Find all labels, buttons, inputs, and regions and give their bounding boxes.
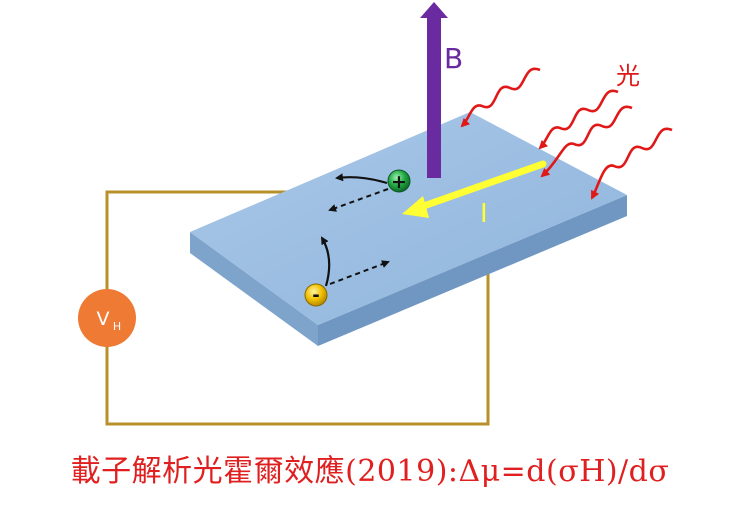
light-waves [460,67,673,200]
circuit-wire [105,190,490,426]
light-wave-4 [590,127,673,200]
voltmeter-subscript: H [113,320,121,333]
positive-curved-path [335,173,388,185]
positive-sign: + [391,171,407,193]
slab-top-face [190,112,627,325]
light-label: 光 [616,62,640,90]
negative-curved-path [320,236,331,287]
positive-straight-path [328,188,389,212]
slab-right-face [318,195,627,346]
negative-carrier-paths [320,236,390,287]
voltmeter-label: V [97,308,110,330]
light-wave-3 [540,105,633,178]
current-label: I [480,199,488,229]
slab-front-face [190,232,318,346]
light-wave-1 [460,67,541,128]
hall-voltmeter: V H [78,289,136,347]
magnetic-field-arrow [420,2,448,178]
semiconductor-slab [190,112,627,346]
magnetic-field-label: B [444,42,463,75]
negative-sign: - [312,285,319,306]
positive-carrier: + [387,169,411,193]
negative-straight-path [329,260,390,285]
current-arrow [402,160,547,218]
figure-caption: 載子解析光霍爾效應(2019):Δμ=d(σH)/dσ [70,454,670,489]
light-wave-2 [538,89,619,150]
positive-carrier-paths [328,173,389,212]
negative-carrier: - [304,283,328,307]
